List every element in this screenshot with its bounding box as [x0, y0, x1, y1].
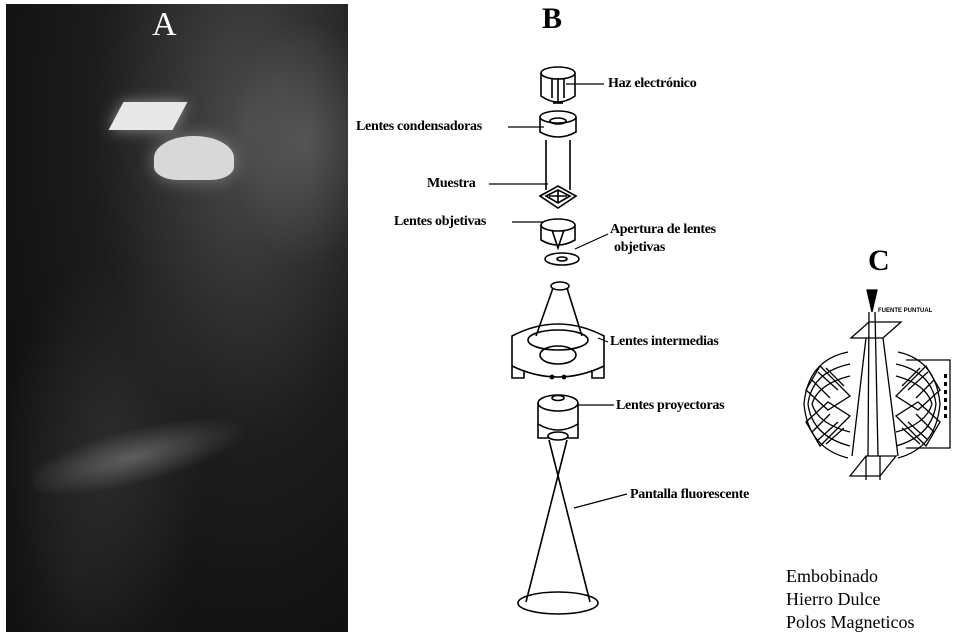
legend-item-coil: Embobinado [786, 565, 915, 588]
ring [551, 282, 569, 290]
callout-aperture-line2: objetivas [614, 240, 665, 256]
condenser-lens [540, 111, 576, 137]
column-tube [546, 140, 570, 190]
legend-item-soft-iron: Hierro Dulce [786, 588, 915, 611]
electron-gun [541, 67, 575, 103]
beam-crossover [526, 440, 590, 602]
callout-sample: Muestra [427, 176, 475, 192]
fluorescent-screen [518, 592, 598, 614]
point-source-label: FUENTE PUNTUAL [878, 308, 933, 314]
objective-lens [541, 219, 575, 248]
panel-c-legend: Embobinado Hierro Dulce Polos Magneticos [786, 565, 915, 634]
callout-leaders [489, 84, 627, 508]
callout-intermediate-lenses: Lentes intermedias [610, 334, 719, 350]
callout-aperture-line1: Apertura de lentes [610, 222, 716, 238]
projector-lens [538, 395, 578, 440]
callout-condenser-lenses: Lentes condensadoras [356, 119, 482, 135]
beam-cone-upper [536, 288, 582, 336]
intermediate-lens [512, 324, 604, 379]
callout-projector-lenses: Lentes proyectoras [616, 398, 724, 414]
objective-aperture [545, 253, 579, 265]
magnetic-lens-diagram [804, 290, 950, 480]
legend-item-pole-pieces: Polos Magneticos [786, 611, 915, 634]
callout-objective-lenses: Lentes objetivas [394, 214, 486, 230]
callout-electron-beam: Haz electrónico [608, 76, 696, 92]
coil-tick-marks [944, 374, 947, 418]
callout-fluorescent-screen: Pantalla fluorescente [630, 487, 749, 503]
